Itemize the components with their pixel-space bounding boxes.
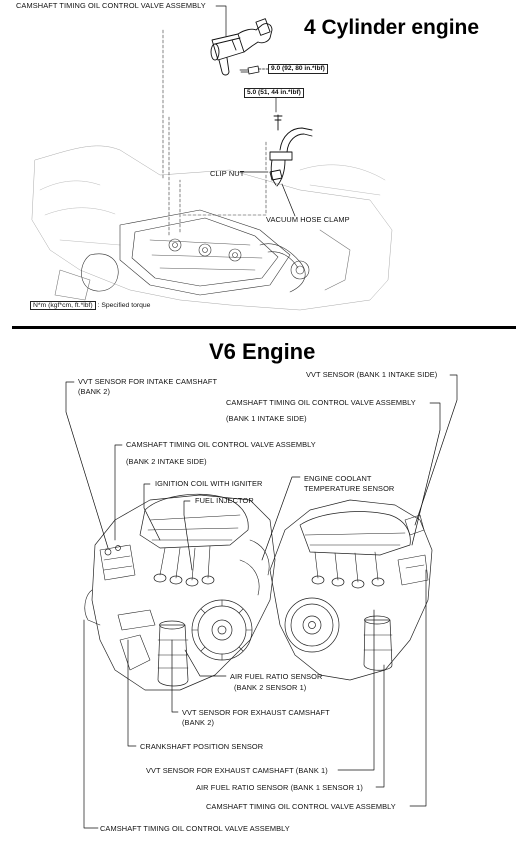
bolt-part [239, 65, 269, 75]
label-ocv-bank1-l2: (BANK 1 INTAKE SIDE) [226, 414, 307, 423]
label-clip-nut: CLIP NUT [210, 169, 245, 178]
label-ocv-assembly-4cyl: CAMSHAFT TIMING OIL CONTROL VALVE ASSEMB… [16, 1, 206, 10]
v6-leader-lines [65, 374, 458, 829]
label-vvt-exhaust-bank2-l2: (BANK 2) [182, 718, 215, 727]
torque-legend-description: : Specified torque [97, 302, 151, 309]
torque-legend-unit: N*m (kgf*cm, ft.*lbf) [30, 301, 96, 310]
oil-control-valve-part [210, 18, 273, 76]
label-af-bank2-l1: AIR FUEL RATIO SENSOR [230, 672, 323, 681]
v6-title: V6 Engine [209, 339, 316, 364]
label-crankshaft-sensor: CRANKSHAFT POSITION SENSOR [140, 742, 264, 751]
label-af-bank1: AIR FUEL RATIO SENSOR (BANK 1 SENSOR 1) [196, 783, 363, 792]
label-ocv-bank2-l2: (BANK 2 INTAKE SIDE) [126, 457, 207, 466]
label-vacuum-hose-clamp: VACUUM HOSE CLAMP [266, 215, 350, 224]
label-ocv-bottom-right: CAMSHAFT TIMING OIL CONTROL VALVE ASSEMB… [206, 802, 396, 811]
torque-legend: N*m (kgf*cm, ft.*lbf) : Specified torque [30, 301, 151, 310]
label-vvt-intake-bank2-l2: (BANK 2) [78, 387, 111, 396]
label-af-bank2-l2: (BANK 2 SENSOR 1) [234, 683, 307, 692]
section-divider [12, 326, 516, 329]
label-coolant-l2: TEMPERATURE SENSOR [304, 484, 395, 493]
torque-spec-bolt: 9.0 (92, 80 in.*lbf) [268, 64, 328, 74]
label-vvt-bank1-intake: VVT SENSOR (BANK 1 INTAKE SIDE) [306, 370, 438, 379]
label-ocv-bank2-l1: CAMSHAFT TIMING OIL CONTROL VALVE ASSEMB… [126, 440, 316, 449]
label-fuel-injector: FUEL INJECTOR [195, 496, 254, 505]
v6-engine-left-drawing [84, 493, 276, 691]
torque-spec-hose: 5.0 (51, 44 in.*lbf) [244, 88, 304, 98]
label-ocv-bank1-l1: CAMSHAFT TIMING OIL CONTROL VALVE ASSEMB… [226, 398, 416, 407]
label-coolant-l1: ENGINE COOLANT [304, 474, 372, 483]
four-cylinder-title: 4 Cylinder engine [304, 16, 480, 39]
v6-engine-right-drawing [269, 499, 433, 681]
vacuum-hose-part [269, 114, 313, 187]
label-vvt-exhaust-bank1: VVT SENSOR FOR EXHAUST CAMSHAFT (BANK 1) [146, 766, 328, 775]
label-ocv-bottom-left: CAMSHAFT TIMING OIL CONTROL VALVE ASSEMB… [100, 824, 290, 833]
four-cylinder-engine-drawing [31, 5, 393, 311]
label-ignition-coil: IGNITION COIL WITH IGNITER [155, 479, 263, 488]
label-vvt-exhaust-bank2-l1: VVT SENSOR FOR EXHAUST CAMSHAFT [182, 708, 330, 717]
label-vvt-intake-bank2-l1: VVT SENSOR FOR INTAKE CAMSHAFT [78, 377, 218, 386]
